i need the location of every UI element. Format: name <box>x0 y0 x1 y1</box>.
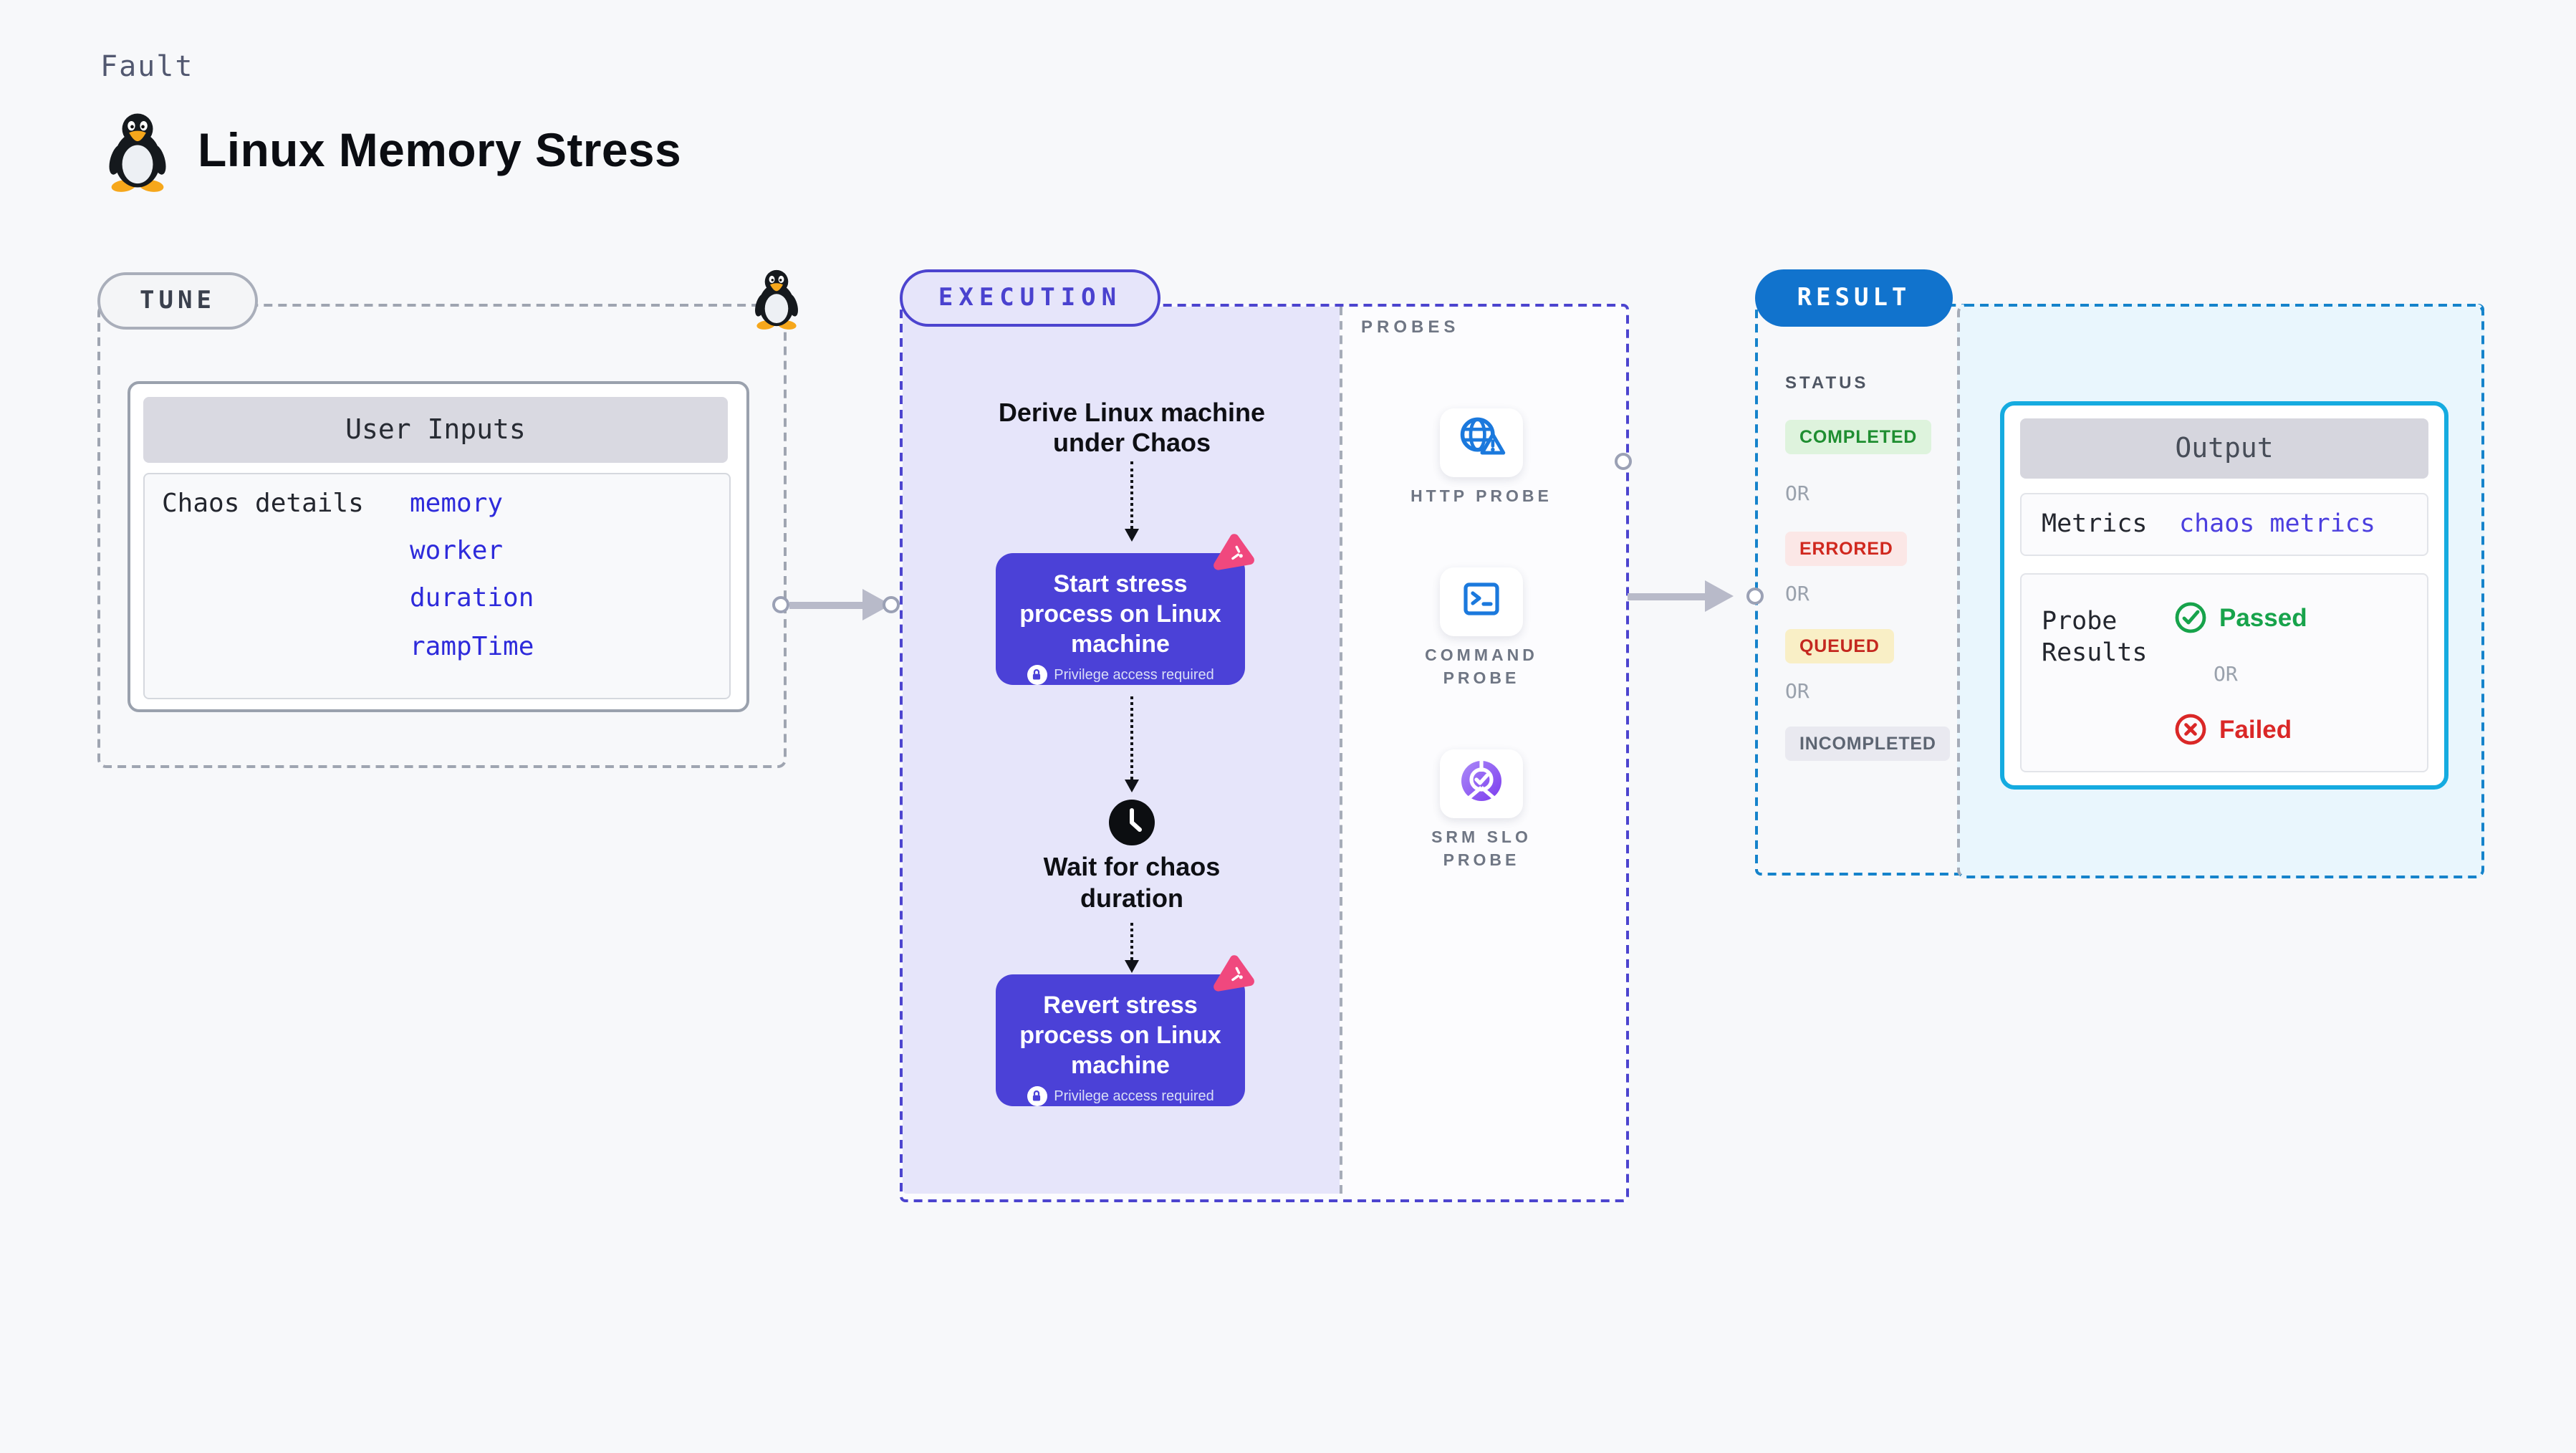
probe-results-row: Probe Results Passed OR Failed <box>2020 573 2428 772</box>
or-separator: OR <box>1785 583 1810 606</box>
or-separator: OR <box>1785 483 1810 506</box>
flow-connector-3-arrowhead <box>1125 960 1139 973</box>
tune-output-port <box>772 596 789 613</box>
http-probe-card[interactable] <box>1440 408 1523 477</box>
failed-verdict: Failed <box>2173 712 2292 747</box>
fault-category-label: Fault <box>100 49 194 83</box>
execution-probes-divider <box>1340 307 1342 1194</box>
start-stress-node[interactable]: Start stress process on Linux machine Pr… <box>996 553 1245 685</box>
slo-pie-check-icon <box>1457 756 1506 812</box>
command-probe-card[interactable] <box>1440 567 1523 636</box>
tune-section <box>97 304 787 768</box>
page-title: Linux Memory Stress <box>198 123 682 176</box>
linux-tux-small-icon <box>751 267 802 330</box>
result-input-port <box>1746 588 1764 605</box>
privilege-note: Privilege access required <box>1054 1088 1214 1104</box>
revert-stress-label: Revert stress process on Linux machine <box>1019 992 1221 1079</box>
lock-icon <box>1027 665 1047 685</box>
probes-heading: PROBES <box>1361 317 1460 337</box>
result-pill[interactable]: RESULT <box>1755 269 1953 327</box>
chaos-fault-icon <box>1212 533 1255 573</box>
wait-step-label: Wait for chaos duration <box>1043 853 1221 913</box>
failed-label: Failed <box>2219 714 2292 743</box>
passed-verdict: Passed <box>2173 600 2307 635</box>
input-worker: worker <box>410 536 504 566</box>
probe-results-label: Probe Results <box>2042 608 2148 668</box>
metrics-row: Metrics chaos metrics <box>2020 493 2428 556</box>
or-separator: OR <box>2214 663 2238 686</box>
status-badge-queued: QUEUED <box>1785 629 1894 663</box>
command-probe-label: COMMAND PROBE <box>1425 648 1538 688</box>
derive-step-label: Derive Linux machine under Chaos <box>998 398 1266 457</box>
chaos-fault-icon <box>1212 954 1255 994</box>
lock-icon <box>1027 1086 1047 1106</box>
status-badge-completed: COMPLETED <box>1785 420 1932 454</box>
globe-warning-icon <box>1456 413 1507 472</box>
passed-label: Passed <box>2219 603 2307 631</box>
flow-connector-2-arrowhead <box>1125 780 1139 792</box>
flow-connector-1-arrowhead <box>1125 529 1139 542</box>
tune-pill[interactable]: TUNE <box>97 272 258 330</box>
execution-output-port <box>1615 453 1632 470</box>
input-duration: duration <box>410 583 534 613</box>
srm-slo-probe-card[interactable] <box>1440 749 1523 818</box>
flow-connector-3 <box>1130 923 1133 960</box>
user-inputs-header: User Inputs <box>143 397 728 463</box>
execution-pill[interactable]: EXECUTION <box>900 269 1160 327</box>
execution-to-result-arrow <box>1628 593 1706 600</box>
linux-tux-icon <box>103 109 172 192</box>
revert-stress-node[interactable]: Revert stress process on Linux machine P… <box>996 974 1245 1106</box>
privilege-note: Privilege access required <box>1054 667 1214 683</box>
tune-to-execution-arrow <box>789 601 864 608</box>
status-badge-errored: ERRORED <box>1785 532 1908 566</box>
execution-to-result-arrowhead <box>1705 580 1734 612</box>
output-header: Output <box>2020 418 2428 479</box>
chaos-details-label: Chaos details <box>162 489 364 519</box>
http-probe-label: HTTP PROBE <box>1410 489 1552 506</box>
srm-slo-probe-label: SRM SLO PROBE <box>1431 830 1532 870</box>
start-stress-label: Start stress process on Linux machine <box>1019 570 1221 658</box>
user-inputs-body <box>143 473 731 699</box>
metrics-value: chaos metrics <box>2179 510 2375 539</box>
input-ramptime: rampTime <box>410 632 534 662</box>
input-memory: memory <box>410 489 504 519</box>
or-separator: OR <box>1785 681 1810 704</box>
status-heading: STATUS <box>1785 373 1869 393</box>
metrics-label: Metrics <box>2042 510 2148 539</box>
check-circle-icon <box>2175 602 2206 633</box>
execution-input-port <box>883 596 900 613</box>
flow-connector-1 <box>1130 461 1133 529</box>
terminal-icon <box>1457 574 1506 630</box>
flow-connector-2 <box>1130 696 1133 780</box>
status-badge-incompleted: INCOMPLETED <box>1785 726 1951 761</box>
x-circle-icon <box>2175 714 2206 745</box>
wait-clock-icon <box>1107 798 1156 847</box>
